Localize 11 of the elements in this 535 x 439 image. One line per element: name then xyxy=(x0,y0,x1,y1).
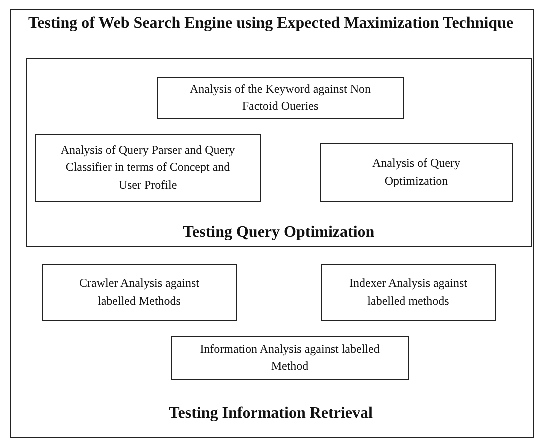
process-box: Information Analysis against labelled Method xyxy=(171,336,409,380)
group-heading: Testing Information Retrieval xyxy=(168,404,374,424)
group-frame xyxy=(26,58,532,247)
group-heading: Testing Query Optimization xyxy=(182,223,376,243)
process-box: Analysis of the Keyword against Non Factoid Oueries xyxy=(157,77,404,119)
outer-frame xyxy=(10,9,534,438)
process-box: Analysis of Query Parser and Query Classifier in terms of Concept and User Profile xyxy=(35,134,261,202)
diagram-heading: Testing of Web Search Engine using Expected Maximization Technique xyxy=(27,14,515,34)
process-box: Indexer Analysis against labelled methods xyxy=(321,264,496,321)
process-box: Crawler Analysis against labelled Methods xyxy=(42,264,237,321)
process-box: Analysis of Query Optimization xyxy=(320,143,513,202)
